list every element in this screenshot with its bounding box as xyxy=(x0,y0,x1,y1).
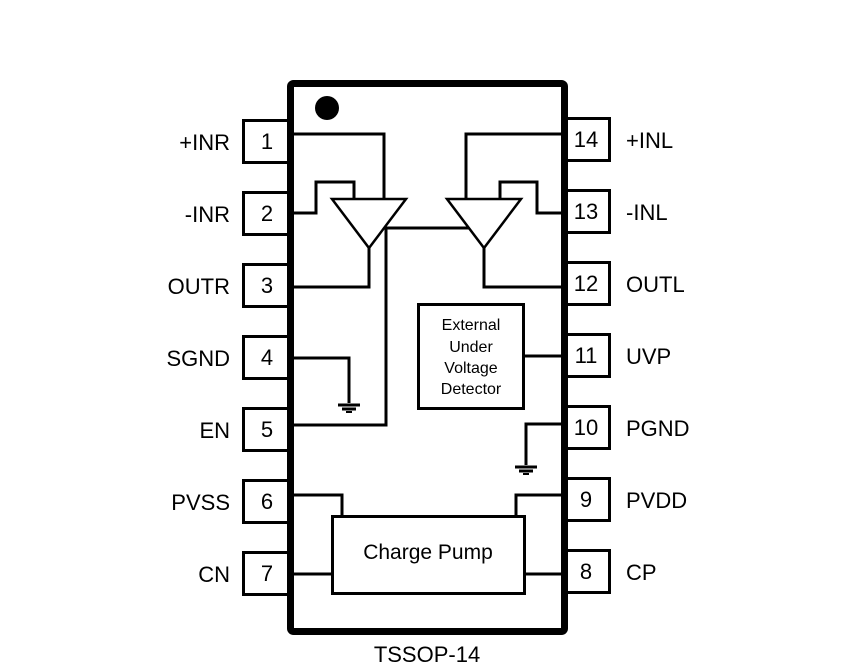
pin-name: UVP xyxy=(626,344,671,369)
pin-name: EN xyxy=(199,418,230,443)
pin-name: CN xyxy=(198,562,230,587)
pin-8: 8 CP xyxy=(562,549,657,594)
left-pins: 1 +INR 2 -INR 3 OUTR 4 SGND 5 EN 6 PVSS 7 CN xyxy=(166,119,293,596)
pin-10: 10 PGND xyxy=(562,405,690,450)
wire-inl-plus xyxy=(464,132,561,199)
pin-number: 7 xyxy=(261,561,273,586)
wire-inr-minus xyxy=(294,180,356,215)
chip-body xyxy=(287,80,568,635)
pin-7: 7 CN xyxy=(198,551,293,596)
pin-name: PVDD xyxy=(626,488,687,513)
amplifier-right-icon xyxy=(329,197,409,251)
pin-name: +INL xyxy=(626,128,673,153)
package-label: TSSOP-14 xyxy=(374,642,480,667)
wire-inl-minus xyxy=(498,180,561,215)
charge-pump-block xyxy=(331,515,526,595)
pin-6: 6 PVSS xyxy=(171,479,293,524)
pin-14: 14 +INL xyxy=(562,117,673,162)
pin-number: 6 xyxy=(261,489,273,514)
pin-number: 8 xyxy=(580,559,592,584)
pin-number: 3 xyxy=(261,273,273,298)
pin-number: 10 xyxy=(574,415,598,440)
pin-name: SGND xyxy=(166,346,230,371)
pin-12: 12 OUTL xyxy=(562,261,685,306)
pin-number: 1 xyxy=(261,129,273,154)
pin-name: PVSS xyxy=(171,490,230,515)
wire-inr-plus xyxy=(294,132,386,199)
pin-box xyxy=(562,333,611,378)
pin-5: 5 EN xyxy=(199,407,293,452)
pin-1-dot-icon xyxy=(315,96,339,120)
uvp-detector-block xyxy=(417,303,525,410)
ground-signal-icon xyxy=(338,403,360,413)
wire-sgnd xyxy=(294,356,351,403)
pin-name: -INL xyxy=(626,200,668,225)
charge-pump-label: Charge Pump xyxy=(363,541,493,564)
pin-3: 3 OUTR xyxy=(168,263,293,308)
pin-number: 13 xyxy=(574,199,598,224)
wire-outl xyxy=(482,248,561,289)
uvp-detector-line-1: External xyxy=(442,317,501,334)
wire-pvdd xyxy=(514,493,561,516)
pin-name: +INR xyxy=(179,130,230,155)
right-pins: 14 +INL 13 -INL 12 OUTL 11 UVP 10 PGND 9 PVDD 8 CP xyxy=(562,117,690,594)
wire-outr xyxy=(294,248,371,289)
pin-number: 9 xyxy=(580,487,592,512)
pin-box xyxy=(562,549,611,594)
pin-number: 14 xyxy=(574,127,598,152)
pin-name: PGND xyxy=(626,416,690,441)
pin-2: 2 -INR xyxy=(185,191,293,236)
pin-box xyxy=(562,405,611,450)
pin-11: 11 UVP xyxy=(562,333,671,378)
pin-number: 11 xyxy=(575,343,598,368)
wire-en xyxy=(294,226,470,427)
pin-box xyxy=(242,191,293,236)
pin-box xyxy=(242,407,293,452)
pin-name: CP xyxy=(626,560,657,585)
pin-box xyxy=(562,477,611,522)
amplifier-left-icon xyxy=(444,197,524,251)
pin-number: 2 xyxy=(261,201,273,226)
uvp-detector-line-3: Voltage xyxy=(444,360,497,377)
pin-number: 4 xyxy=(261,345,273,370)
pin-box xyxy=(242,119,293,164)
pin-13: 13 -INL xyxy=(562,189,668,234)
uvp-detector-line-2: Under xyxy=(449,339,493,356)
pin-name: OUTL xyxy=(626,272,685,297)
pin-number: 5 xyxy=(261,417,273,442)
uvp-detector-line-4: Detector xyxy=(441,381,502,398)
wire-pgnd xyxy=(524,422,561,465)
pin-name: OUTR xyxy=(168,274,230,299)
pin-box xyxy=(242,263,293,308)
pin-4: 4 SGND xyxy=(166,335,293,380)
ground-power-icon xyxy=(515,465,537,475)
pin-number: 12 xyxy=(574,271,598,296)
pin-1: 1 +INR xyxy=(179,119,293,164)
pin-name: -INR xyxy=(185,202,230,227)
wire-pvss xyxy=(294,493,344,516)
internal-wiring xyxy=(294,132,561,576)
pin-9: 9 PVDD xyxy=(562,477,687,522)
